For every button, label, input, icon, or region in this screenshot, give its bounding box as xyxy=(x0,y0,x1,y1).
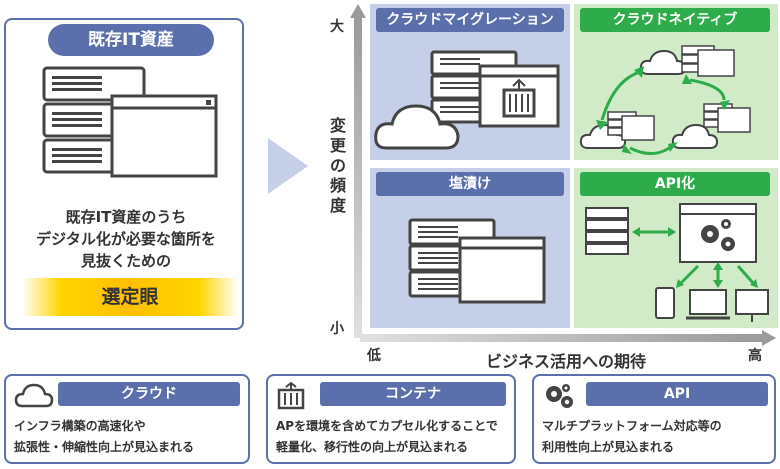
legacy-assets-panel: 既存IT資産 既存IT資産のうち デジタル化が必要な箇所を 見抜くための 選定眼 xyxy=(4,18,244,330)
y-axis-low: 小 xyxy=(330,321,344,337)
pointer-arrow-icon xyxy=(268,138,308,194)
cloud-icon xyxy=(14,383,54,408)
api-line1: マルチプラットフォーム対応等の xyxy=(542,419,722,433)
api-info-box: API マルチプラットフォーム対応等の 利用性向上が見込まれる xyxy=(532,374,776,464)
quadrant-pickled: 塩漬け xyxy=(370,168,570,328)
api-title: API xyxy=(586,382,768,406)
quadrant-api: API化 xyxy=(574,168,778,328)
legacy-description: 既存IT資産のうち デジタル化が必要な箇所を 見抜くための xyxy=(6,206,246,272)
y-axis-char: 頻 xyxy=(329,176,346,195)
server-window-icon xyxy=(42,66,218,178)
legacy-line3: 見抜くための xyxy=(80,252,171,270)
y-axis-label: 変 更 の 頻 度 xyxy=(328,116,348,216)
quadrant-title: クラウドマイグレーション xyxy=(376,8,564,32)
legacy-line1: 既存IT資産のうち xyxy=(65,208,187,226)
api-description: マルチプラットフォーム対応等の 利用性向上が見込まれる xyxy=(542,416,722,458)
container-title: コンテナ xyxy=(320,382,506,406)
y-axis-char: の xyxy=(329,156,346,175)
container-description: APを環境を含めてカプセル化することで 軽量化、移行性の向上が見込まれる xyxy=(276,416,498,458)
container-line2: 軽量化、移行性の向上が見込まれる xyxy=(276,440,469,454)
y-axis-high: 大 xyxy=(330,19,344,35)
cloud-line1: インフラ構築の高速化や xyxy=(14,419,146,433)
y-axis-char: 度 xyxy=(329,196,346,215)
gears-icon xyxy=(546,384,573,408)
x-axis-high: 高 xyxy=(748,348,762,364)
cloud-native-icon xyxy=(579,45,751,155)
api-line2: 利用性向上が見込まれる xyxy=(542,440,675,454)
cloud-description: インフラ構築の高速化や 拡張性・伸縮性向上が見込まれる xyxy=(14,416,194,458)
cloud-title: クラウド xyxy=(58,382,240,406)
legacy-title: 既存IT資産 xyxy=(48,24,214,56)
quadrant-title: 塩漬け xyxy=(376,172,564,196)
legacy-line2: デジタル化が必要な箇所を xyxy=(36,230,216,248)
api-integration-icon xyxy=(585,203,769,322)
y-axis-char: 変 xyxy=(329,116,346,135)
quadrant-cloud-migration: クラウドマイグレーション xyxy=(370,4,570,160)
quadrant-cloud-native: クラウドネイティブ xyxy=(574,4,778,160)
y-axis-char: 更 xyxy=(329,136,346,155)
container-line1: APを環境を含めてカプセル化することで xyxy=(276,419,498,433)
cloud-migration-icon xyxy=(374,50,560,150)
x-axis-label: ビジネス活用への期待 xyxy=(486,352,647,371)
cloud-info-box: クラウド インフラ構築の高速化や 拡張性・伸縮性向上が見込まれる xyxy=(4,374,250,464)
x-axis-low: 低 xyxy=(367,348,381,364)
selection-eye-text: 選定眼 xyxy=(101,286,159,308)
selection-eye-band: 選定眼 xyxy=(22,278,238,316)
quadrant-title: API化 xyxy=(580,172,770,196)
container-icon xyxy=(277,382,305,410)
cloud-line2: 拡張性・伸縮性向上が見込まれる xyxy=(14,440,195,454)
legacy-server-icon xyxy=(408,218,546,304)
quadrant-title: クラウドネイティブ xyxy=(580,8,770,32)
container-info-box: コンテナ APを環境を含めてカプセル化することで 軽量化、移行性の向上が見込まれ… xyxy=(266,374,516,464)
